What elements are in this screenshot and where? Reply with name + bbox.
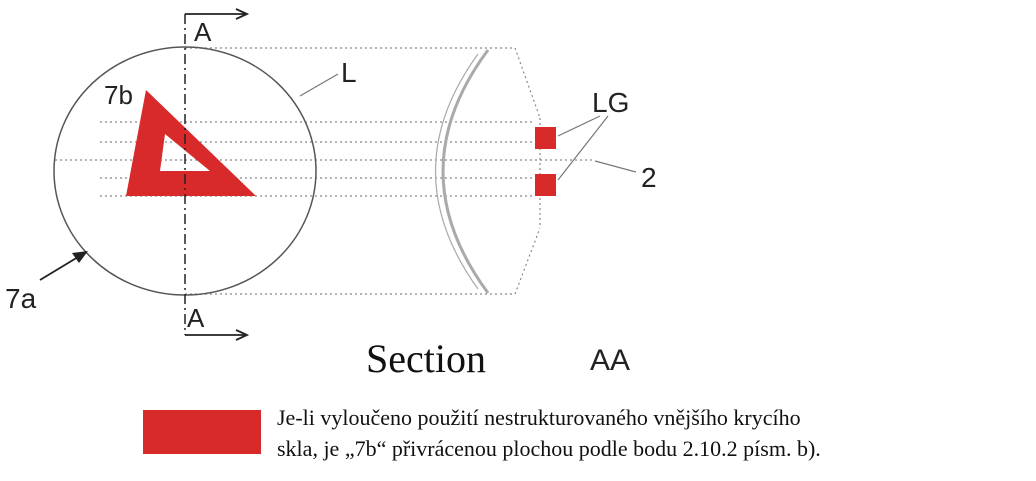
light-guide-upper	[535, 127, 556, 149]
caption-section: Section	[366, 336, 486, 381]
circle-label: 7a	[5, 283, 37, 314]
section-arrow-top	[185, 8, 250, 20]
section-arrow-bottom	[185, 329, 250, 341]
section-label-top: A	[194, 17, 212, 47]
caption-code: AA	[590, 344, 630, 377]
triangle-label: 7b	[104, 80, 133, 110]
triangle-marking	[126, 90, 256, 196]
arrowhead-icon	[72, 251, 88, 263]
light-guide-lower	[535, 174, 556, 196]
leader-lines	[299, 73, 637, 181]
lens-profile	[435, 49, 490, 294]
legend-swatch	[143, 410, 261, 454]
legend-note: Je-li vyloučeno použití nestrukturovanéh…	[277, 402, 1027, 464]
lens-label: L	[341, 57, 357, 88]
axis-label: 2	[641, 162, 657, 193]
light-guide-label: LG	[592, 87, 629, 118]
section-label-bottom: A	[187, 303, 205, 333]
legend-line-2: skla, je „7b“ přivrácenou plochou podle …	[277, 436, 821, 461]
legend-line-1: Je-li vyloučeno použití nestrukturovanéh…	[277, 405, 801, 430]
